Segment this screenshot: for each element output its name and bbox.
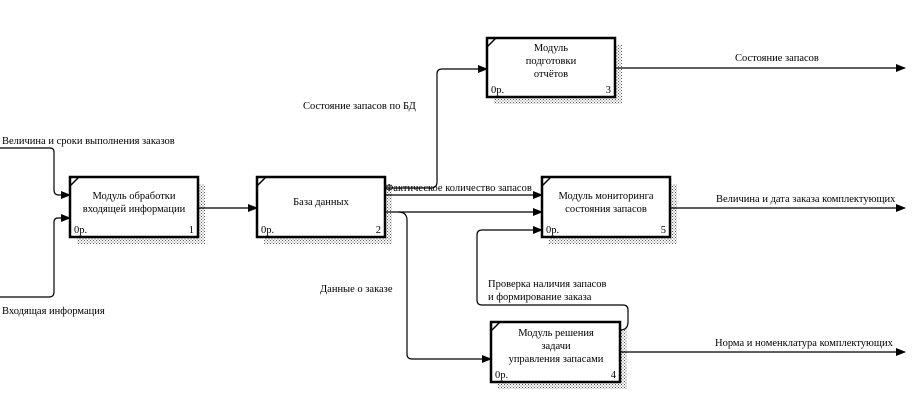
box-3-cost: 0р. [491, 85, 504, 96]
box-2-title-line-1: База данных [293, 197, 349, 208]
box-4-frame [489, 320, 622, 384]
box-5-corner [541, 176, 552, 187]
box-4-title-line-1: Модуль решения [518, 328, 594, 339]
arrow-a8-label-line-2: и формирование заказа [488, 292, 592, 303]
arrow-a4[interactable] [385, 65, 488, 189]
box-5-title-line-1: Модуль мониторинга [558, 191, 653, 202]
arrow-a9-label: Состояние запасов [735, 53, 819, 64]
box-1-cost: 0р. [74, 225, 87, 236]
arrow-a10-label: Величина и дата заказа комплектующих [716, 194, 896, 205]
arrow-a2-label: Входящая информация [2, 306, 105, 317]
arrow-a8[interactable] [476, 226, 629, 331]
box-2-frame [255, 175, 387, 239]
box-5[interactable]: Модуль мониторинга состояния запасов 0р.… [540, 175, 672, 239]
box-3-corner [486, 37, 497, 48]
arrow-a11-label: Норма и номенклатура комплектующих [715, 338, 894, 349]
arrow-a7-label: Данные о заказе [320, 284, 393, 295]
arrow-a1[interactable] [0, 147, 71, 199]
box-1-number: 1 [189, 225, 194, 236]
arrow-a7[interactable] [397, 211, 492, 363]
arrow-a8-label-line-1: Проверка наличия запасов [488, 279, 607, 290]
box-4-cost: 0р. [495, 370, 508, 381]
box-2-cost: 0р. [261, 225, 274, 236]
box-1[interactable]: Модуль обработки входящей информации 0р.… [68, 175, 200, 239]
box-2-corner [256, 176, 267, 187]
box-4-title-line-2: задачи [541, 341, 571, 352]
box-3-number: 3 [606, 85, 611, 96]
box-4-number: 4 [611, 370, 617, 381]
box-1-frame [68, 175, 200, 239]
arrow-a1-label: Величина и сроки выполнения заказов [2, 136, 175, 147]
arrows [0, 64, 906, 363]
box-2[interactable]: База данных 0р. 2 [255, 175, 387, 239]
box-3-title-line-1: Модуль [534, 43, 568, 54]
box-4-title-line-3: управления запасами [509, 354, 604, 365]
box-3[interactable]: Модуль подготовки отчётов 0р. 3 [485, 36, 617, 99]
box-3-title-line-3: отчётов [534, 69, 568, 80]
arrow-a5-label: Фактическое количество запасов [385, 183, 532, 194]
box-5-frame [540, 175, 672, 239]
box-5-cost: 0р. [546, 225, 559, 236]
box-4[interactable]: Модуль решения задачи управления запасам… [489, 320, 622, 384]
box-4-corner [490, 321, 501, 332]
arrow-labels: Величина и сроки выполнения заказов Вход… [2, 53, 896, 349]
box-1-title-line-2: входящей информации [83, 204, 186, 215]
arrow-a4-label: Состояние запасов по БД [303, 101, 416, 112]
box-2-number: 2 [376, 225, 381, 236]
box-5-title-line-2: состояния запасов [565, 204, 647, 215]
arrow-a2[interactable] [0, 214, 71, 298]
box-1-title-line-1: Модуль обработки [92, 191, 175, 202]
box-1-corner [69, 176, 80, 187]
box-3-title-line-2: подготовки [526, 56, 577, 67]
box-3-frame [485, 36, 617, 99]
box-5-number: 5 [661, 225, 666, 236]
